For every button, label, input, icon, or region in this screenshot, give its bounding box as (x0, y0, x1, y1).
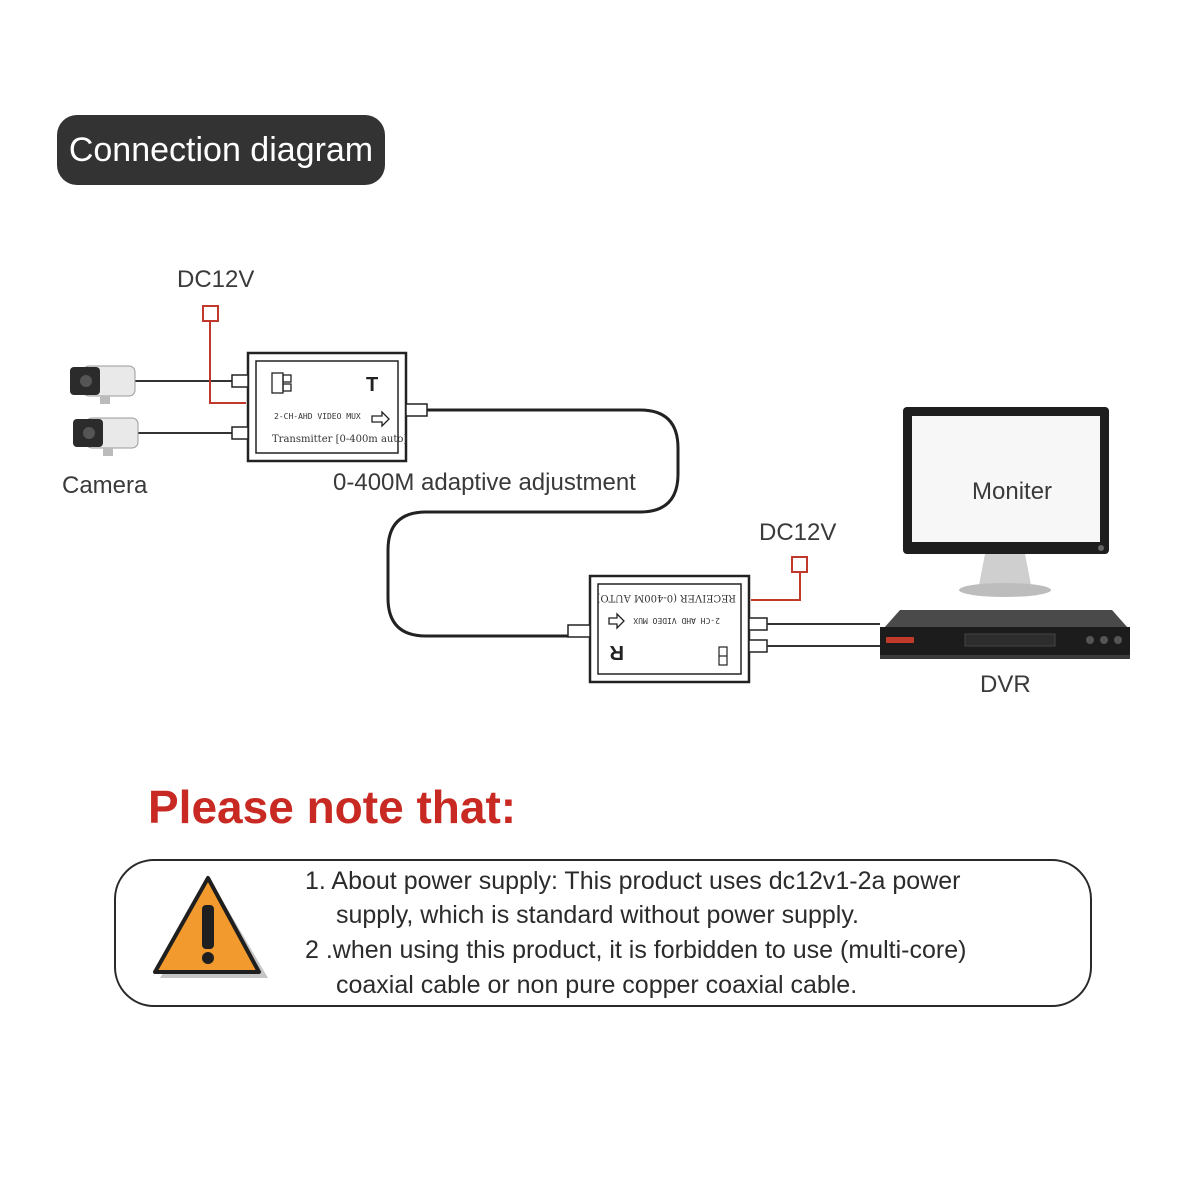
transmitter-range-text: Transmitter [0-400m auto] (272, 434, 407, 445)
receiver-port-icon (718, 646, 728, 666)
warning-icon (153, 876, 268, 978)
receiver-arrow-icon (608, 612, 625, 630)
svg-text:R: R (609, 641, 624, 663)
receiver-box: RECEIVER (0-400M AUTO) 2-CH AHD VIDEO MU… (567, 574, 768, 684)
dvr-icon (880, 610, 1130, 659)
transmitter-model-text: 2-CH-AHD VIDEO MUX (274, 412, 361, 421)
transmitter-power-wire (202, 305, 246, 404)
note-item-1-line-1: 1. About power supply: This product uses… (305, 867, 961, 895)
transmitter-arrow-icon (371, 410, 390, 428)
dvr-label: DVR (980, 671, 1031, 698)
monitor-icon (903, 407, 1109, 597)
svg-text:RECEIVER (0-400M AUTO): RECEIVER (0-400M AUTO) (596, 592, 736, 603)
note-heading: Please note that: (148, 781, 517, 833)
cable-label: 0-400M adaptive adjustment (333, 469, 636, 496)
note-item-2-line-1: 2 .when using this product, it is forbid… (305, 936, 967, 964)
transmitter-power-label: DC12V (177, 266, 255, 293)
monitor-label: Moniter (972, 478, 1053, 505)
transmitter-box: T 2-CH-AHD VIDEO MUX Transmitter [0-400m… (231, 351, 428, 463)
receiver-power-label: DC12V (759, 519, 837, 546)
transmitter-letter: T (366, 374, 378, 396)
camera-label: Camera (62, 472, 148, 499)
diagram-title: Connection diagram (57, 115, 385, 185)
svg-text:2-CH AHD VIDEO MUX: 2-CH AHD VIDEO MUX (633, 616, 720, 625)
note-item-1-line-2: supply, which is standard without power … (336, 901, 859, 929)
notes-panel (114, 859, 1092, 1007)
camera-1-icon (70, 365, 136, 404)
camera-2-icon (73, 417, 139, 456)
note-item-2-line-2: coaxial cable or non pure copper coaxial… (336, 971, 858, 999)
transmitter-port-icon (271, 372, 292, 394)
coax-cable (386, 408, 680, 638)
receiver-power-wire (751, 556, 808, 601)
